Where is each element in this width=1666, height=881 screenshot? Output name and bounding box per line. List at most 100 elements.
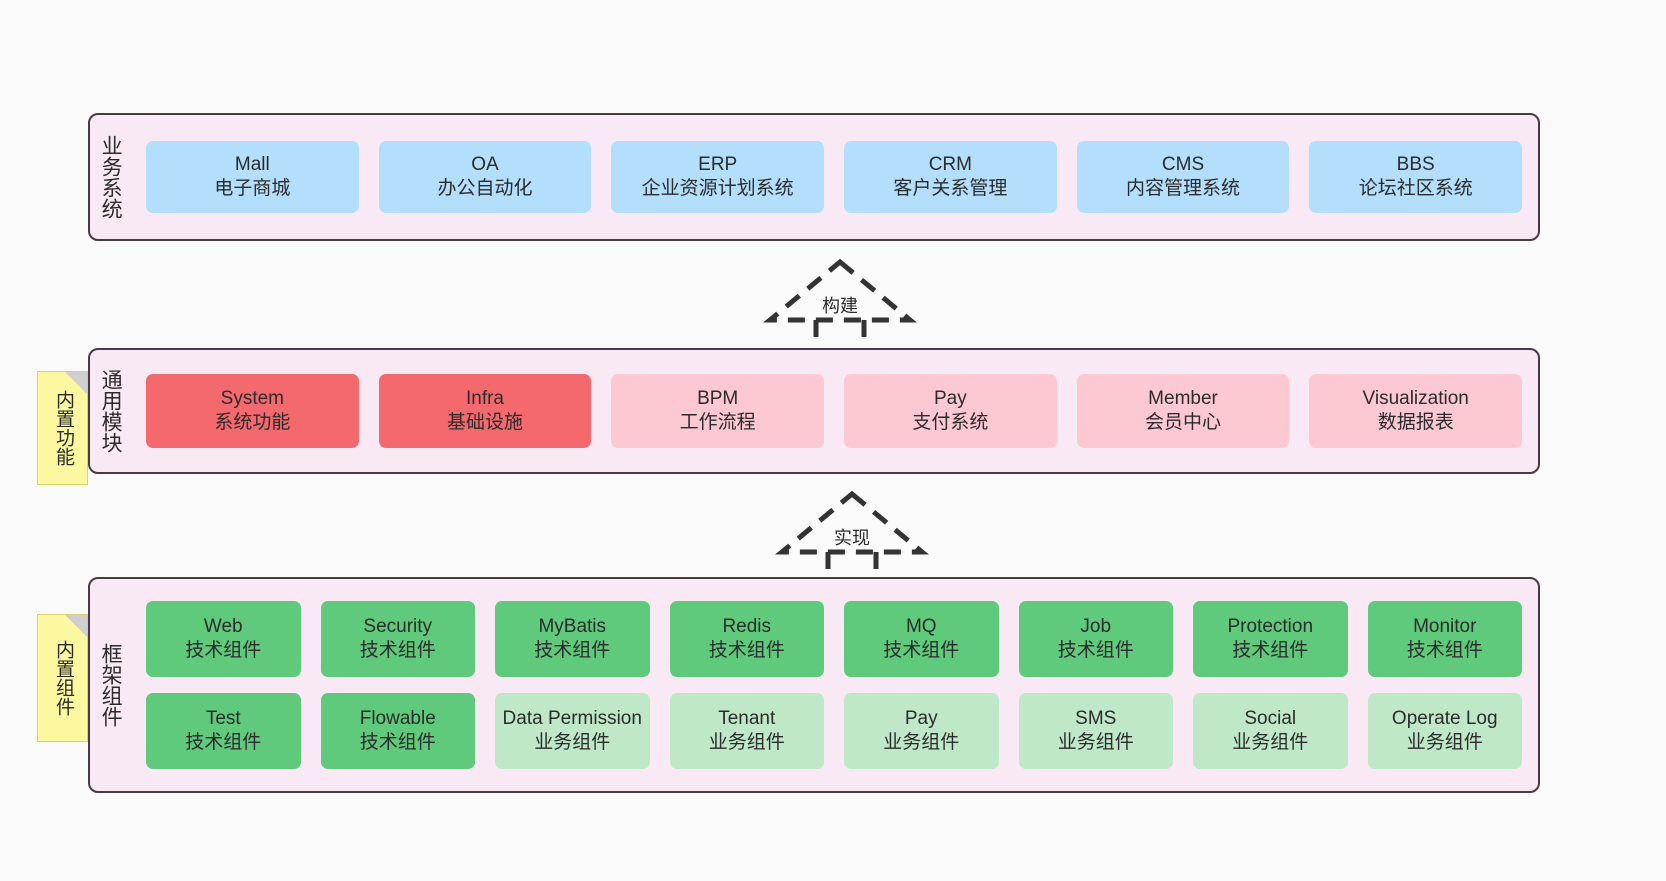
- framework-card-row-1: Web 技术组件 Security 技术组件 MyBatis 技术组件 Redi…: [146, 601, 1522, 677]
- card-web-desc: 技术组件: [185, 640, 262, 661]
- framework-card-row-2: Test 技术组件 Flowable 技术组件 Data Permission …: [146, 693, 1522, 769]
- card-erp[interactable]: ERP 企业资源计划系统: [611, 141, 825, 213]
- card-tenant[interactable]: Tenant 业务组件: [669, 693, 824, 769]
- card-pay-module-name: Pay: [933, 388, 967, 410]
- card-mq-desc: 技术组件: [883, 640, 960, 661]
- card-data-permission[interactable]: Data Permission 业务组件: [495, 693, 650, 769]
- card-visualization[interactable]: Visualization 数据报表: [1309, 374, 1523, 448]
- note-builtin-function-label: 内置功能: [52, 390, 74, 466]
- card-mybatis-name: MyBatis: [538, 616, 607, 638]
- card-monitor-name: Monitor: [1413, 616, 1477, 638]
- card-redis-desc: 技术组件: [708, 640, 785, 661]
- card-bpm[interactable]: BPM 工作流程: [611, 374, 825, 448]
- card-crm-name: CRM: [928, 154, 972, 176]
- card-web[interactable]: Web 技术组件: [146, 601, 301, 677]
- card-social-name: Social: [1244, 708, 1297, 730]
- card-mq-name: MQ: [905, 616, 937, 638]
- card-monitor-desc: 技术组件: [1406, 640, 1483, 661]
- note-builtin-component: 内置组件: [37, 614, 88, 742]
- note-builtin-component-label: 内置组件: [52, 640, 74, 716]
- card-pay-module[interactable]: Pay 支付系统: [844, 374, 1057, 448]
- card-infra[interactable]: Infra 基础设施: [378, 374, 592, 448]
- card-mybatis-desc: 技术组件: [534, 640, 611, 661]
- note-fold-corner-icon: [65, 615, 87, 637]
- card-job[interactable]: Job 技术组件: [1018, 601, 1173, 677]
- card-mall-desc: 电子商城: [214, 178, 291, 199]
- card-sms-desc: 业务组件: [1057, 732, 1134, 753]
- card-oa-name: OA: [471, 154, 499, 176]
- layer-common-body: System 系统功能 Infra 基础设施 BPM 工作流程 Pay 支付系统…: [130, 350, 1538, 472]
- card-bbs-name: BBS: [1396, 154, 1435, 176]
- card-test-desc: 技术组件: [185, 732, 262, 753]
- card-sms-name: SMS: [1075, 708, 1117, 730]
- card-monitor[interactable]: Monitor 技术组件: [1367, 601, 1522, 677]
- note-fold-corner-icon: [65, 372, 87, 394]
- card-oa-desc: 办公自动化: [437, 178, 533, 199]
- layer-business-system: 业务系统 Mall 电子商城 OA 办公自动化 ERP 企业资源计划系统 CRM…: [88, 113, 1540, 241]
- layer-common-title: 通用模块: [99, 369, 123, 453]
- card-system-name: System: [220, 388, 285, 410]
- layer-business-title: 业务系统: [99, 135, 123, 219]
- card-cms-name: CMS: [1161, 154, 1205, 176]
- layer-framework-component: 框架组件 Web 技术组件 Security 技术组件 MyBatis 技术组件…: [88, 577, 1540, 793]
- card-crm[interactable]: CRM 客户关系管理: [844, 141, 1057, 213]
- card-mall[interactable]: Mall 电子商城: [146, 141, 359, 213]
- card-redis-name: Redis: [722, 616, 772, 638]
- card-test-name: Test: [205, 708, 241, 730]
- card-operate-log-name: Operate Log: [1391, 708, 1498, 730]
- card-mall-name: Mall: [234, 154, 270, 176]
- card-bbs[interactable]: BBS 论坛社区系统: [1309, 141, 1523, 213]
- card-system[interactable]: System 系统功能: [146, 374, 359, 448]
- card-cms-desc: 内容管理系统: [1126, 178, 1241, 199]
- card-redis[interactable]: Redis 技术组件: [669, 601, 824, 677]
- note-builtin-function: 内置功能: [37, 371, 88, 485]
- card-sms[interactable]: SMS 业务组件: [1018, 693, 1173, 769]
- card-flowable[interactable]: Flowable 技术组件: [320, 693, 475, 769]
- card-test[interactable]: Test 技术组件: [146, 693, 301, 769]
- card-security[interactable]: Security 技术组件: [320, 601, 475, 677]
- card-member[interactable]: Member 会员中心: [1076, 374, 1290, 448]
- layer-framework-title: 框架组件: [99, 643, 123, 727]
- card-social[interactable]: Social 业务组件: [1193, 693, 1348, 769]
- common-card-row: System 系统功能 Infra 基础设施 BPM 工作流程 Pay 支付系统…: [146, 374, 1523, 448]
- business-card-row: Mall 电子商城 OA 办公自动化 ERP 企业资源计划系统 CRM 客户关系…: [146, 141, 1523, 213]
- card-pay-component-name: Pay: [904, 708, 938, 730]
- card-mq[interactable]: MQ 技术组件: [844, 601, 999, 677]
- card-security-desc: 技术组件: [359, 640, 436, 661]
- card-erp-name: ERP: [698, 154, 738, 176]
- card-data-permission-name: Data Permission: [502, 708, 642, 730]
- layer-framework-body: Web 技术组件 Security 技术组件 MyBatis 技术组件 Redi…: [130, 579, 1538, 791]
- card-bbs-desc: 论坛社区系统: [1358, 178, 1473, 199]
- card-member-name: Member: [1148, 388, 1218, 410]
- layer-business-body: Mall 电子商城 OA 办公自动化 ERP 企业资源计划系统 CRM 客户关系…: [130, 115, 1538, 239]
- card-erp-desc: 企业资源计划系统: [641, 178, 794, 199]
- card-cms[interactable]: CMS 内容管理系统: [1076, 141, 1290, 213]
- card-protection-desc: 技术组件: [1232, 640, 1309, 661]
- card-operate-log-desc: 业务组件: [1406, 732, 1483, 753]
- card-mybatis[interactable]: MyBatis 技术组件: [495, 601, 650, 677]
- card-tenant-name: Tenant: [718, 708, 776, 730]
- card-web-name: Web: [203, 616, 243, 638]
- card-oa[interactable]: OA 办公自动化: [378, 141, 592, 213]
- card-pay-component[interactable]: Pay 业务组件: [844, 693, 999, 769]
- card-tenant-desc: 业务组件: [708, 732, 785, 753]
- card-pay-module-desc: 支付系统: [912, 412, 989, 433]
- card-security-name: Security: [363, 616, 433, 638]
- card-visualization-desc: 数据报表: [1377, 412, 1454, 433]
- card-pay-component-desc: 业务组件: [883, 732, 960, 753]
- card-bpm-desc: 工作流程: [679, 412, 756, 433]
- arrow-build-label: 构建: [822, 296, 858, 316]
- card-infra-desc: 基础设施: [447, 412, 524, 433]
- card-protection-name: Protection: [1227, 616, 1314, 638]
- card-system-desc: 系统功能: [214, 412, 291, 433]
- card-operate-log[interactable]: Operate Log 业务组件: [1367, 693, 1522, 769]
- card-social-desc: 业务组件: [1232, 732, 1309, 753]
- card-data-permission-desc: 业务组件: [534, 732, 611, 753]
- card-protection[interactable]: Protection 技术组件: [1193, 601, 1348, 677]
- card-flowable-desc: 技术组件: [359, 732, 436, 753]
- card-job-desc: 技术组件: [1057, 640, 1134, 661]
- card-flowable-name: Flowable: [359, 708, 436, 730]
- card-infra-name: Infra: [465, 388, 505, 410]
- card-bpm-name: BPM: [697, 388, 739, 410]
